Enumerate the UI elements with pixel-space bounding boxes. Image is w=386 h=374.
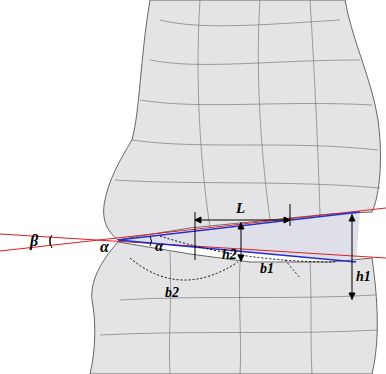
dimension-label: b2 bbox=[165, 286, 179, 300]
dimension-label: L bbox=[236, 201, 245, 216]
blue-lines bbox=[118, 212, 360, 262]
red-lines bbox=[0, 208, 386, 258]
dimension-label: h1 bbox=[356, 270, 371, 284]
mesh-lines bbox=[100, 0, 380, 374]
dimension-label: α bbox=[100, 239, 109, 255]
dimension-label: h2 bbox=[222, 248, 237, 262]
dimension-label: b1 bbox=[260, 262, 274, 276]
dimension-label: β bbox=[30, 233, 38, 249]
arc-length bbox=[160, 236, 335, 262]
angle-arc bbox=[50, 235, 52, 248]
femur-bone bbox=[104, 0, 381, 240]
arc-length bbox=[130, 258, 238, 280]
angle-arc bbox=[150, 236, 152, 246]
dimension-label: α bbox=[155, 239, 163, 254]
leader-line bbox=[285, 260, 300, 278]
dimension-lines bbox=[195, 204, 355, 300]
